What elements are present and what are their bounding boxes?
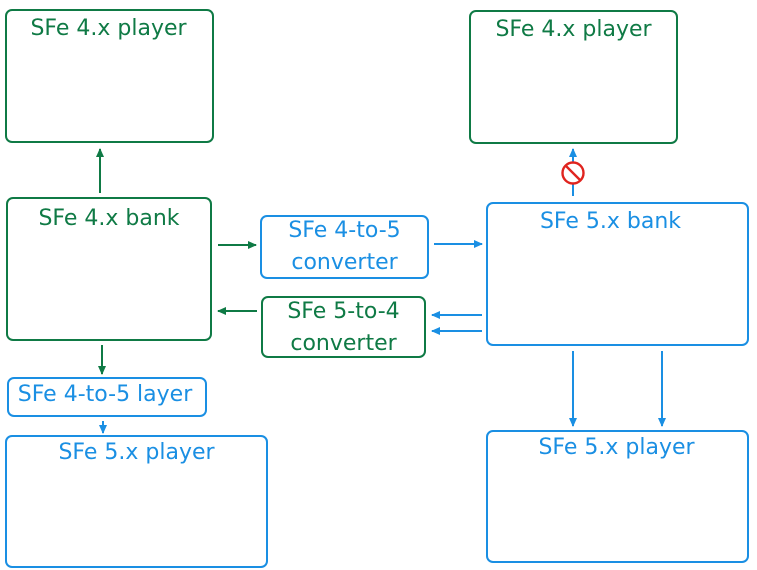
converter-4to5-label: SFe 4-to-5 converter (262, 215, 427, 279)
converter-5to4-line2: converter (290, 331, 397, 356)
sfe4-player-left-label: SFe 4.x player (30, 16, 187, 41)
converter-4to5-line1: SFe 4-to-5 (288, 218, 401, 243)
converter-5to4-box: SFe 5-to-4 converter (261, 296, 426, 358)
sfe4-bank-box: SFe 4.x bank (6, 197, 212, 341)
converter-5to4-label: SFe 5-to-4 converter (263, 296, 424, 360)
sfe5-player-right-label: SFe 5.x player (538, 435, 695, 460)
sfe5-player-left-box: SFe 5.x player (5, 435, 268, 568)
layer-4to5-box: SFe 4-to-5 layer (7, 377, 207, 417)
layer-4to5-label: SFe 4-to-5 layer (17, 382, 193, 407)
converter-4to5-line2: converter (291, 250, 398, 275)
converter-5to4-line1: SFe 5-to-4 (287, 299, 400, 324)
sfe4-player-right-box: SFe 4.x player (469, 10, 678, 144)
sfe4-bank-label: SFe 4.x bank (38, 206, 180, 231)
sfe4-player-left-box: SFe 4.x player (5, 9, 214, 143)
prohibited-icon (561, 161, 585, 185)
sfe5-player-right-box: SFe 5.x player (486, 430, 749, 563)
sfe5-bank-label: SFe 5.x bank (539, 209, 682, 234)
sfe4-player-right-label: SFe 4.x player (495, 17, 652, 42)
sfe5-bank-box: SFe 5.x bank (486, 202, 749, 346)
sfe5-player-left-label: SFe 5.x player (58, 440, 215, 465)
converter-4to5-box: SFe 4-to-5 converter (260, 215, 429, 279)
